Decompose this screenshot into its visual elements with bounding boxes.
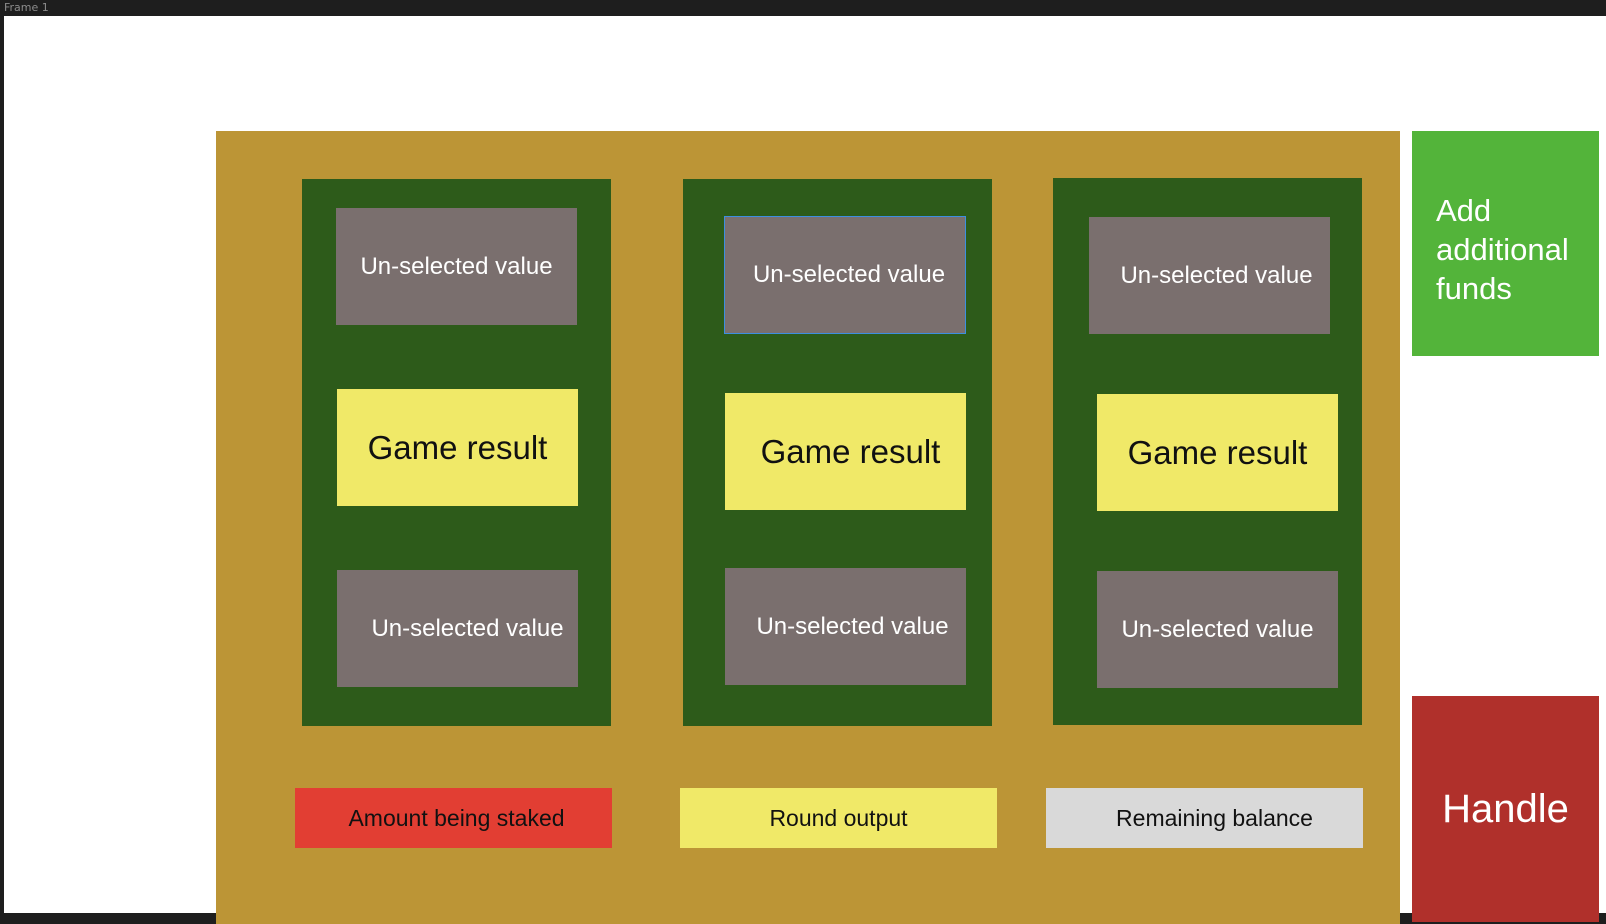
reel-1-game-result: Game result [337, 389, 578, 506]
reel-1-top-value[interactable]: Un-selected value [336, 208, 577, 325]
round-output-display: Round output [680, 788, 997, 848]
add-funds-button[interactable]: Add additional funds [1412, 131, 1599, 356]
reel-3-top-value[interactable]: Un-selected value [1089, 217, 1330, 334]
reel-2-game-result: Game result [725, 393, 966, 510]
reel-3-game-result: Game result [1097, 394, 1338, 511]
remaining-balance-display: Remaining balance [1046, 788, 1363, 848]
reel-3-bottom-value[interactable]: Un-selected value [1097, 571, 1338, 688]
frame-title: Frame 1 [4, 1, 49, 14]
stake-amount-display: Amount being staked [295, 788, 612, 848]
reel-2-top-value[interactable]: Un-selected value [724, 216, 966, 334]
reel-2-bottom-value[interactable]: Un-selected value [725, 568, 966, 685]
handle-button[interactable]: Handle [1412, 696, 1599, 922]
reel-1-bottom-value[interactable]: Un-selected value [337, 570, 578, 687]
canvas: Un-selected value Game result Un-selecte… [4, 16, 1606, 924]
